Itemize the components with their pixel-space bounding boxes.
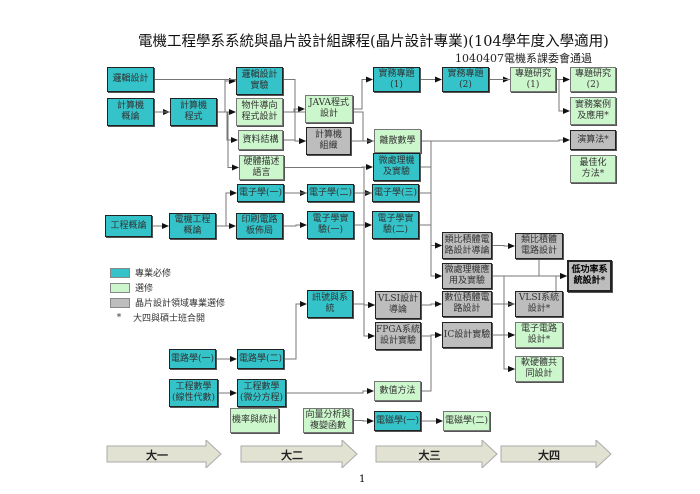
course-em-la: 工程數學 (線性代數) — [169, 379, 218, 407]
arrow-signals-to-vlsi_intro — [353, 302, 375, 308]
course-circuit2: 電路學(二) — [237, 349, 284, 369]
course-proj2: 實務專題 (2) — [442, 67, 489, 92]
legend-star: * 大四與碩士班合開 — [110, 310, 225, 325]
course-micro-app: 微處理機應 用及實驗 — [442, 263, 492, 289]
course-elec1: 電子學(一) — [237, 184, 284, 202]
course-logic: 邏輯設計 — [107, 67, 154, 92]
course-elec2: 電子學(二) — [307, 184, 354, 202]
course-analog-intro: 類比積體電 路設計導論 — [442, 232, 492, 259]
course-numerical: 數值方法 — [374, 381, 421, 401]
legend-swatch-elective — [110, 282, 130, 293]
page-number: 1 — [359, 474, 366, 485]
course-fpga: FPGA系統 設計實驗 — [375, 322, 421, 350]
arrow-elab2-to-analog_intro — [419, 224, 442, 249]
arrow-vector-to-emag1 — [353, 418, 374, 424]
arrow-logic-to-co — [154, 79, 306, 144]
legend-swatch-chip — [110, 297, 130, 308]
year-label: 大一 — [146, 449, 168, 462]
course-research2: 專題研究 (2) — [570, 67, 616, 92]
course-vector: 向量分析與 複變函數 — [303, 408, 353, 433]
year-arrow-3: 大三 — [375, 440, 498, 468]
arrow-analog-to-lowpower — [538, 259, 567, 279]
arrow-circuit2-to-signals — [284, 301, 307, 360]
year-arrow-1: 大一 — [106, 440, 222, 468]
course-research1: 專題研究 (1) — [510, 67, 556, 92]
course-lowpower: 低功率系 統設計* — [567, 260, 612, 292]
course-vlsi-sys: VLSI系統 設計* — [515, 291, 563, 317]
course-circuit1: 電路學(一) — [169, 349, 216, 369]
arrow-hdl-to-fpga — [284, 167, 375, 339]
course-ee-intro: 電機工程 概論 — [169, 213, 216, 239]
legend-swatch-required — [110, 267, 130, 278]
course-micro-lab: 微處理機 及實驗 — [373, 153, 420, 181]
legend-label: 晶片設計領域專業選修 — [135, 299, 226, 309]
course-hdl: 硬體描述 語言 — [239, 155, 284, 180]
course-cases: 實務案例 及應用* — [570, 97, 616, 125]
course-oop: 物件導向 程式設計 — [236, 98, 283, 126]
course-proj1: 實務專題 (1) — [373, 67, 420, 92]
arrow-digital_ic-to-ecircuit — [492, 303, 515, 338]
course-optim: 最佳化 方法* — [570, 155, 616, 183]
legend-required: 專業必修 — [110, 265, 225, 280]
course-intro-cs: 計算機 概論 — [107, 98, 154, 126]
course-pcb: 印刷電路 板佈局 — [236, 213, 283, 239]
course-emag1: 電磁學(一) — [374, 411, 421, 431]
arrow-prog-to-hdl — [217, 111, 239, 171]
course-elab1: 電子學實 驗(一) — [307, 211, 354, 239]
course-signals: 訊號與系 統 — [307, 290, 353, 318]
course-eng-intro: 工程概論 — [105, 215, 152, 237]
arrow-micro_app-to-codesign — [492, 275, 515, 372]
arrow-elec1-to-micro_app — [284, 192, 442, 279]
course-analog: 類比積體 電路設計 — [515, 233, 563, 259]
arrow-java-to-proj1 — [353, 76, 373, 110]
legend-label: 選修 — [135, 284, 154, 294]
course-codesign: 軟硬體共 同設計 — [515, 356, 563, 382]
legend-label: 大四與碩士班合開 — [133, 314, 206, 324]
arrow-elec3-to-analog_intro — [419, 192, 442, 249]
course-digital-ic: 數位積體電 路設計 — [442, 291, 492, 317]
arrow-numerical-to-ic_lab — [421, 332, 442, 392]
course-co: 計算機 組織 — [306, 127, 351, 155]
legend-chip: 晶片設計領域專業選修 — [110, 295, 225, 310]
arrow-ee_intro-to-elec1 — [216, 190, 237, 227]
course-ds: 資料結構 — [238, 130, 283, 150]
course-elab2: 電子學實 驗(二) — [372, 211, 419, 239]
year-label: 大三 — [418, 449, 441, 462]
course-emag2: 電磁學(二) — [443, 411, 490, 431]
course-ic-lab: IC設計實驗 — [442, 322, 492, 348]
course-elec3: 電子學(三) — [372, 184, 419, 202]
year-label: 大四 — [538, 449, 560, 462]
legend-label: 專業必修 — [135, 269, 172, 279]
course-logic-lab: 邏輯設計 實驗 — [236, 67, 283, 95]
arrow-discrete-to-algo — [421, 137, 570, 143]
arrow-ic_lab-to-codesign — [492, 334, 515, 372]
page-title: 電機工程學系系統與晶片設計組課程(晶片設計專業)(104學年度入學適用) — [138, 34, 609, 50]
arrow-prog-to-ds — [217, 111, 238, 143]
arrow-vlsi_intro-to-digital_ic — [421, 301, 442, 307]
arrow-pcb-to-elab1 — [283, 222, 307, 228]
course-prob: 機率與統計 — [230, 408, 279, 433]
course-vlsi-intro: VLSI設計 導論 — [375, 291, 421, 319]
course-java: JAVA程式 設計 — [305, 95, 353, 123]
star-icon: * — [116, 312, 122, 323]
year-arrow-2: 大二 — [240, 440, 358, 468]
course-em-de: 工程數學 (微分方程) — [237, 379, 286, 407]
course-prog: 計算機 程式 — [170, 98, 217, 126]
course-algo: 演算法* — [570, 130, 616, 150]
arrow-em_de-to-numerical — [286, 388, 374, 394]
year-label: 大二 — [281, 449, 303, 462]
course-ecircuit: 電子電路 設計* — [515, 322, 563, 348]
arrow-analog_intro-to-analog — [492, 243, 515, 249]
year-arrow-4: 大四 — [500, 440, 612, 468]
legend-elective: 選修 — [110, 280, 225, 295]
legend: 專業必修 選修 晶片設計領域專業選修 * 大四與碩士班合開 — [110, 265, 225, 325]
course-discrete: 離散數學 — [374, 129, 421, 153]
approval-note: 1040407電機系課委會通過 — [455, 52, 592, 65]
